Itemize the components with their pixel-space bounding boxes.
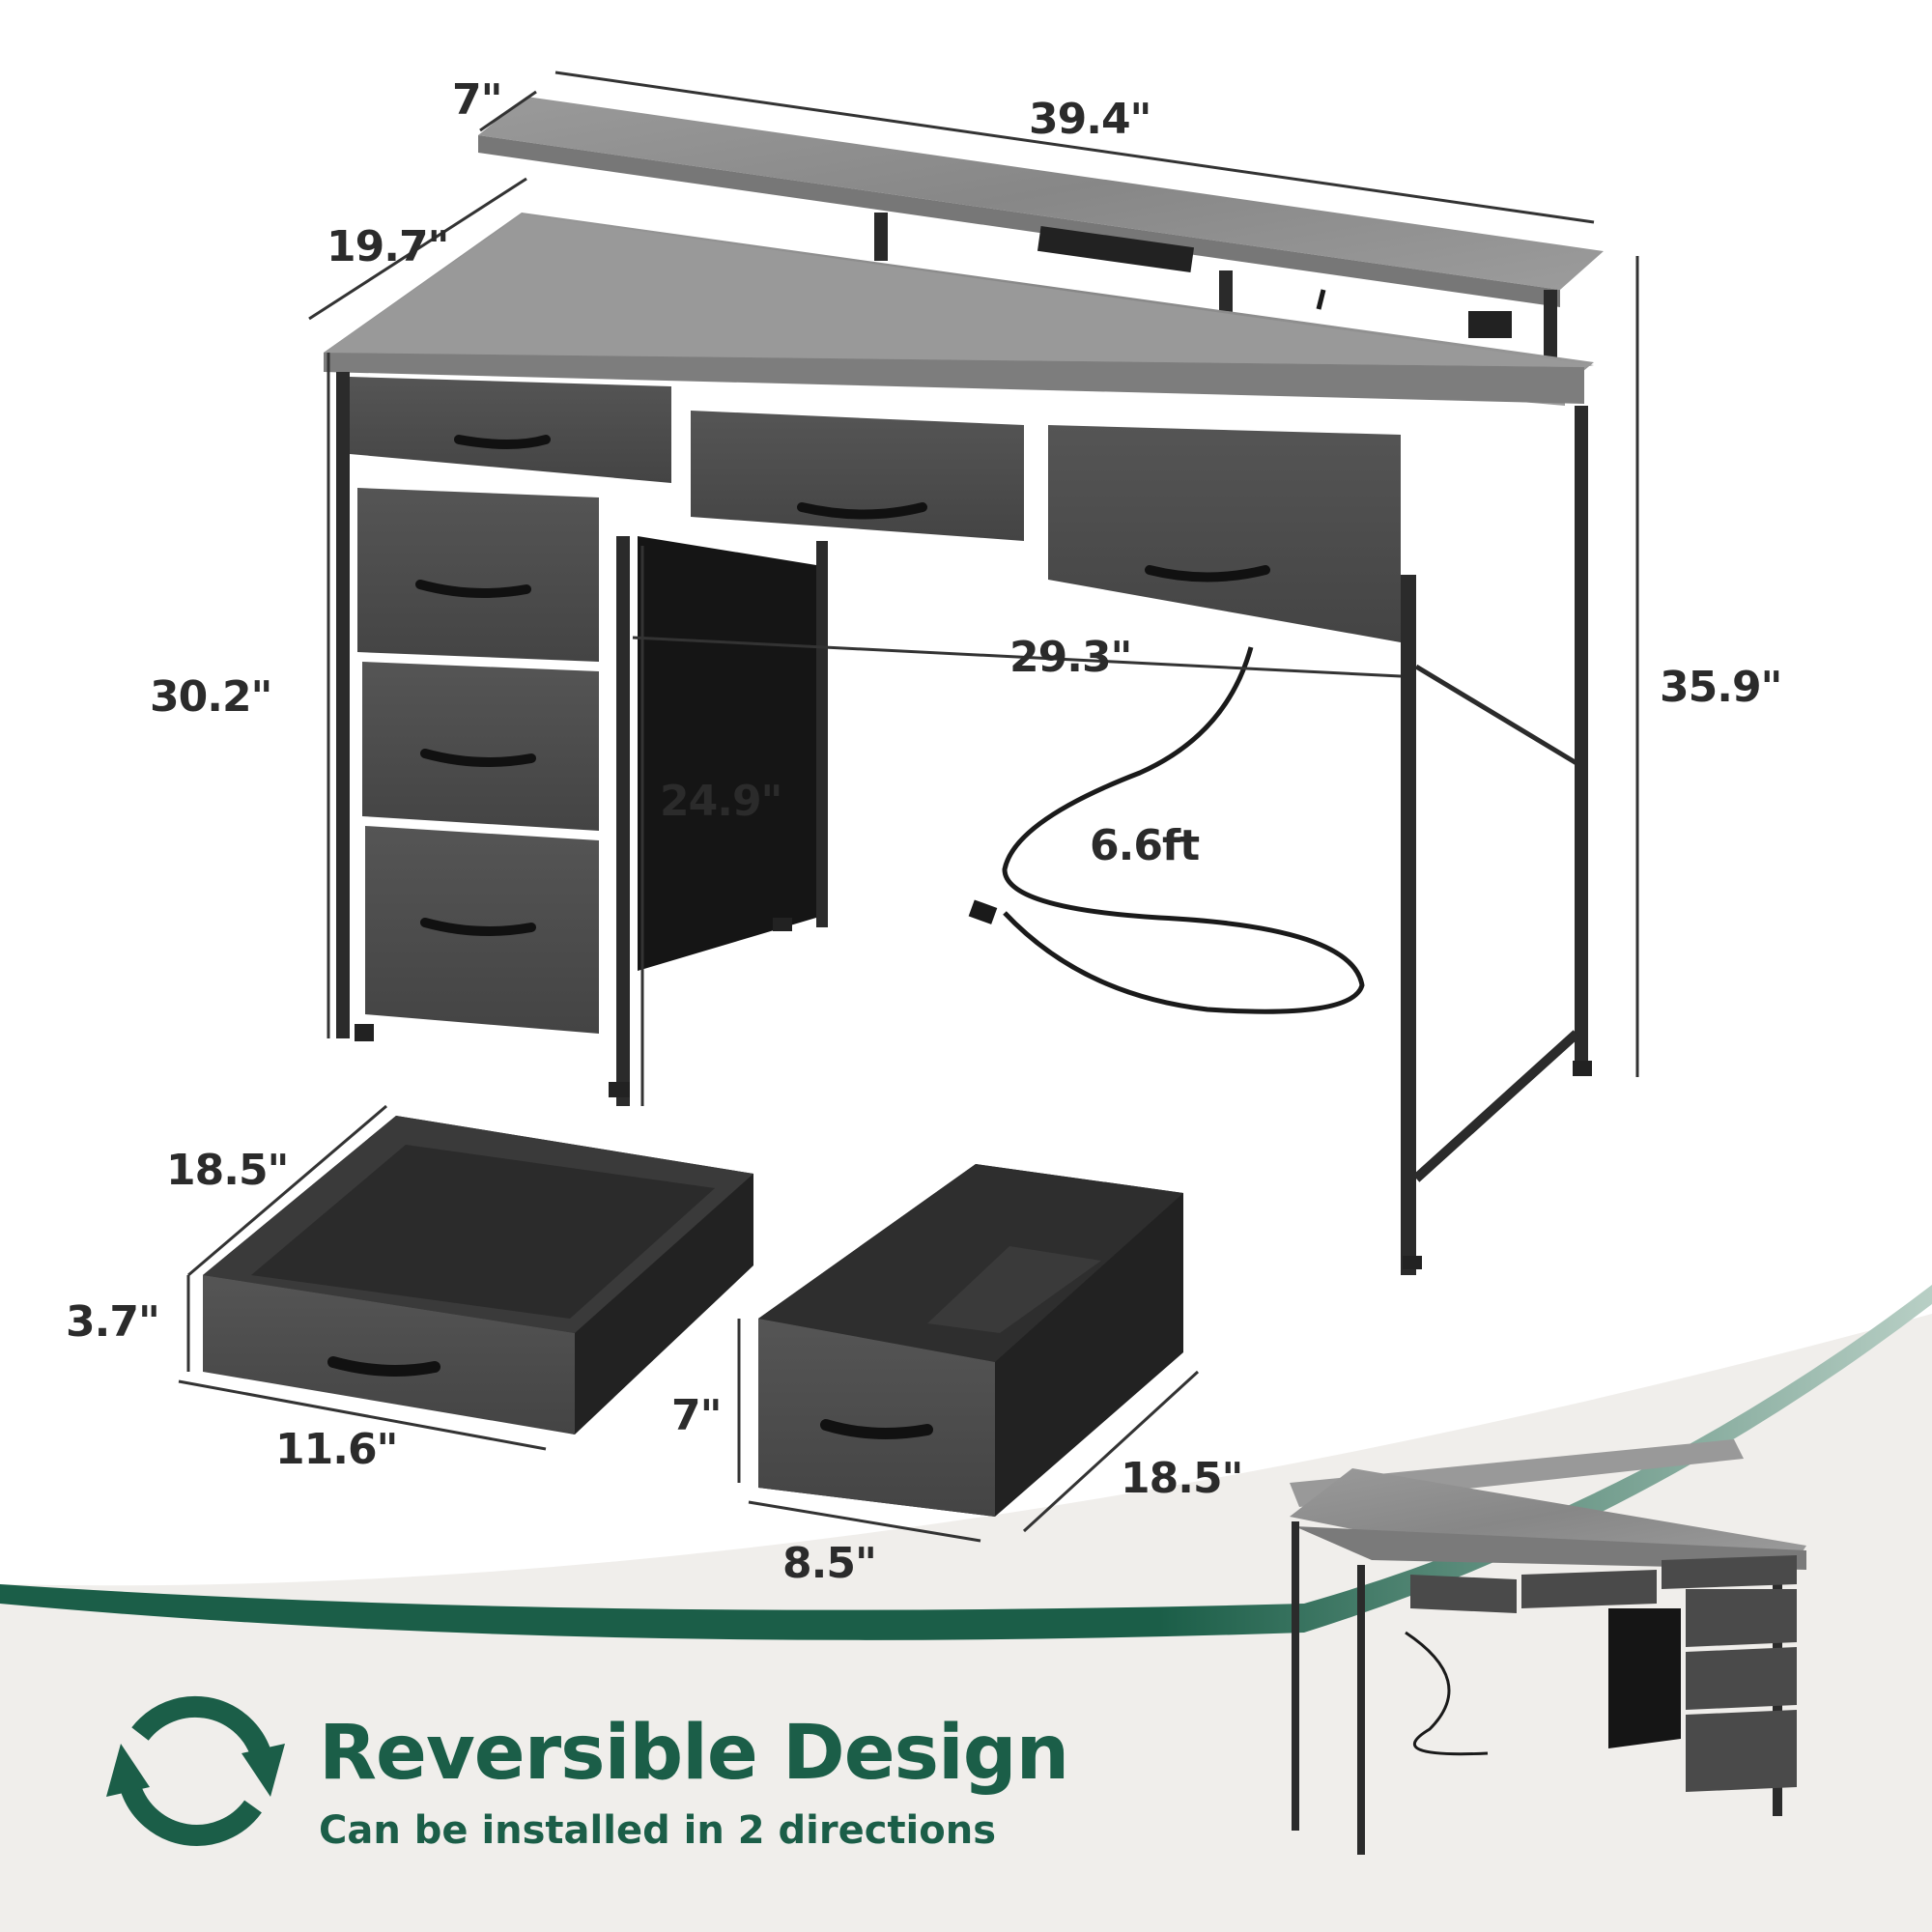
cord-length-label: 6.6ft: [1090, 821, 1200, 870]
small-drawer-width-label: 11.6": [275, 1425, 398, 1474]
open-cabinet: [638, 536, 816, 971]
dimension-lines: [178, 71, 1639, 1543]
desk-depth-label: 19.7": [327, 222, 449, 271]
knee-clearance-label: 24.9": [660, 777, 782, 826]
small-drawer-depth-label: 18.5": [166, 1146, 289, 1195]
reversed-desk-thumbnail: [1290, 1439, 1806, 1855]
power-strip: [1037, 225, 1195, 273]
small-drawer-height-label: 3.7": [66, 1297, 160, 1347]
desk-height-label: 30.2": [150, 672, 272, 722]
main-desk: [324, 97, 1604, 1275]
side-drawer-1: [357, 488, 599, 662]
large-drawer-width-label: 8.5": [782, 1539, 877, 1588]
shelf-depth-label: 7": [452, 75, 503, 125]
inner-width-label: 29.3": [1009, 633, 1132, 682]
small-drawer: [203, 1116, 753, 1435]
feature-title: Reversible Design: [319, 1710, 1069, 1797]
large-drawer: [758, 1164, 1183, 1517]
large-drawer-height-label: 7": [671, 1391, 723, 1440]
monitor-shelf: [478, 97, 1604, 290]
side-drawer-2: [362, 662, 599, 831]
top-drawer-3: [1048, 425, 1401, 642]
top-drawer-1: [350, 377, 671, 483]
top-drawer-2: [691, 411, 1024, 541]
reverse-arrows-icon: [120, 1695, 271, 1846]
large-drawer-front: [758, 1319, 995, 1517]
total-width-label: 39.4": [1029, 95, 1151, 144]
large-drawer-depth-label: 18.5": [1121, 1454, 1243, 1503]
green-swoosh: [0, 1285, 1932, 1640]
total-height-label: 35.9": [1660, 663, 1782, 712]
feature-subtitle: Can be installed in 2 directions: [319, 1808, 997, 1853]
power-cord: [1002, 646, 1365, 1014]
small-drawer-front: [203, 1275, 575, 1435]
